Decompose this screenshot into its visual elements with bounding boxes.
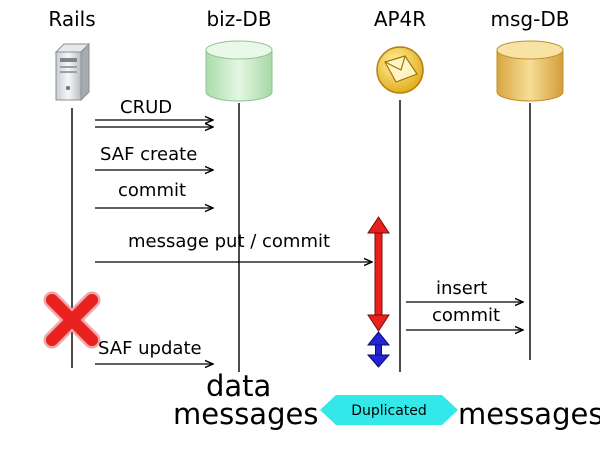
footer-messages-left-label: messages [173, 397, 318, 431]
message-saf-create-label: SAF create [100, 144, 197, 165]
biz-db-cylinder-icon [205, 40, 273, 102]
footer-data-label: data [206, 369, 271, 403]
msg-db-cylinder-icon [496, 40, 564, 102]
duplicated-badge-label: Duplicated [351, 403, 427, 419]
participant-msg-db-label: msg-DB [491, 7, 570, 31]
blue-double-arrow [366, 331, 391, 368]
message-insert-label: insert [436, 278, 487, 299]
failure-x-icon [43, 291, 101, 349]
message-commit-label: commit [118, 180, 186, 201]
mail-icon [376, 46, 424, 94]
red-double-arrow [367, 216, 390, 332]
message-commit-2-label: commit [432, 305, 500, 326]
message-saf-update-label: SAF update [98, 338, 202, 359]
message-put-commit-label: message put / commit [128, 231, 330, 252]
footer-messages-right-label: messages [458, 397, 600, 431]
participant-rails-label: Rails [48, 7, 95, 31]
server-icon [54, 42, 91, 102]
message-crud-label: CRUD [120, 97, 172, 118]
participant-biz-db-label: biz-DB [206, 7, 271, 31]
participant-ap4r-label: AP4R [374, 7, 426, 31]
duplicated-badge: Duplicated [320, 395, 458, 425]
